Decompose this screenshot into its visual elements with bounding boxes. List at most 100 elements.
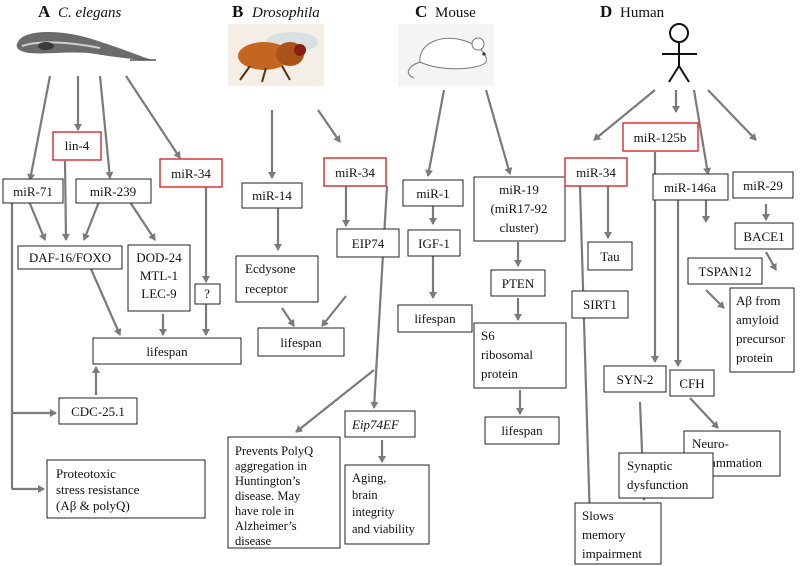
node-mir125b: miR-125b [622,122,699,152]
panel-b-arrows [268,109,389,463]
svg-text:miR-14: miR-14 [252,188,292,203]
svg-text:Ecdysone: Ecdysone [245,261,296,276]
svg-text:SIRT1: SIRT1 [583,297,617,312]
svg-text:brain: brain [352,488,378,502]
svg-text:Prevents PolyQ: Prevents PolyQ [235,444,313,458]
svg-text:stress resistance: stress resistance [56,482,140,497]
node-mir29: miR-29 [732,171,794,199]
svg-text:(miR17-92: (miR17-92 [490,201,547,216]
node-lin4: lin-4 [52,131,102,161]
panel-a-title: C. elegans [58,5,121,21]
svg-text:Aβ from: Aβ from [736,293,781,308]
svg-text:MTL-1: MTL-1 [140,268,178,283]
svg-text:miR-146a: miR-146a [664,180,716,195]
svg-text:BACE1: BACE1 [743,229,784,244]
node-eip74: EIP74 [336,228,400,258]
svg-text:receptor: receptor [245,281,288,296]
node-a-mir34: miR-34 [159,158,223,188]
svg-text:amyloid: amyloid [736,312,779,327]
node-a-lifespan: lifespan [92,337,242,365]
node-dod24: DOD-24 MTL-1 LEC-9 [127,244,191,312]
node-igf1: IGF-1 [407,229,461,257]
svg-text:memory: memory [582,527,626,542]
svg-text:lifespan: lifespan [414,311,456,326]
node-bace1: BACE1 [734,222,794,250]
node-mir19: miR-19 (miR17-92 cluster) [473,176,566,242]
node-mir14: miR-14 [241,182,303,209]
svg-text:impairment: impairment [582,546,642,561]
node-mir1: miR-1 [402,179,464,207]
node-proteotoxic: Proteotoxic stress resistance (Aβ & poly… [46,459,206,519]
svg-text:lin-4: lin-4 [65,138,90,153]
svg-text:Eip74EF: Eip74EF [351,417,400,432]
svg-text:IGF-1: IGF-1 [418,236,450,251]
panel-a-arrows [10,75,210,493]
svg-text:DOD-24: DOD-24 [136,250,182,265]
svg-text:dysfunction: dysfunction [627,477,689,492]
node-synaptic: Synaptic dysfunction [618,452,714,499]
svg-text:protein: protein [736,350,773,365]
node-c-lifespan-2: lifespan [484,416,560,445]
node-ecdysone: Ecdysone receptor [235,255,319,303]
panel-d-title: Human [620,5,665,21]
svg-text:EIP74: EIP74 [352,236,385,251]
svg-text:miR-19: miR-19 [499,182,539,197]
svg-text:Aging,: Aging, [352,471,386,485]
panel-a-letter: A [38,2,51,21]
svg-text:miR-125b: miR-125b [634,130,687,145]
svg-text:PTEN: PTEN [502,276,535,291]
node-cfh: CFH [669,369,715,397]
node-pten: PTEN [490,269,546,297]
svg-text:Tau: Tau [600,249,620,264]
svg-text:SYN-2: SYN-2 [617,372,654,387]
node-syn2: SYN-2 [603,365,667,393]
node-b-lifespan: lifespan [257,327,345,357]
node-eip74ef: Eip74EF [344,410,416,438]
svg-text:S6: S6 [481,328,495,343]
svg-text:TSPAN12: TSPAN12 [699,264,752,279]
svg-text:disease. May: disease. May [235,489,301,503]
node-s6: S6 ribosomal protein [473,322,567,389]
svg-text:lifespan: lifespan [501,423,543,438]
node-sirt1: SIRT1 [571,290,629,319]
node-mir71: miR-71 [2,178,64,204]
svg-text:miR-34: miR-34 [576,165,616,180]
panel-c-title: Mouse [435,5,476,21]
svg-text:?: ? [204,286,210,301]
svg-text:CFH: CFH [679,376,704,391]
svg-text:(Aβ & polyQ): (Aβ & polyQ) [56,498,130,513]
svg-text:disease: disease [235,534,272,548]
node-b-mir34: miR-34 [323,157,387,187]
node-d-mir34: miR-34 [564,157,628,187]
svg-text:have role in: have role in [235,504,295,518]
svg-text:integrity: integrity [352,505,395,519]
svg-text:LEC-9: LEC-9 [141,286,176,301]
svg-text:lifespan: lifespan [280,335,322,350]
svg-text:Proteotoxic: Proteotoxic [56,466,116,481]
svg-text:CDC-25.1: CDC-25.1 [71,404,125,419]
svg-text:miR-71: miR-71 [13,184,53,199]
svg-text:miR-34: miR-34 [171,166,211,181]
fly-illustration [228,24,324,86]
svg-text:DAF-16/FOXO: DAF-16/FOXO [29,250,111,265]
svg-text:and viability: and viability [352,522,416,536]
svg-text:Slows: Slows [582,508,614,523]
svg-text:aggregation in: aggregation in [235,459,308,473]
node-aging: Aging, brain integrity and viability [344,464,430,545]
node-polyq: Prevents PolyQ aggregation in Huntington… [227,436,341,549]
mouse-illustration [398,24,494,86]
node-cdc25: CDC-25.1 [58,397,138,425]
node-slows-memory: Slows memory impairment [574,502,662,565]
panel-b-letter: B [232,2,243,21]
node-abeta: Aβ from amyloid precursor protein [729,287,795,373]
svg-text:protein: protein [481,366,518,381]
worm-illustration [16,31,156,61]
svg-text:miR-29: miR-29 [743,178,783,193]
svg-text:cluster): cluster) [500,220,539,235]
panel-b-title: Drosophila [251,5,320,21]
svg-text:Alzheimer’s: Alzheimer’s [235,519,297,533]
node-c-lifespan-1: lifespan [397,304,473,333]
node-mir239: miR-239 [75,178,152,204]
